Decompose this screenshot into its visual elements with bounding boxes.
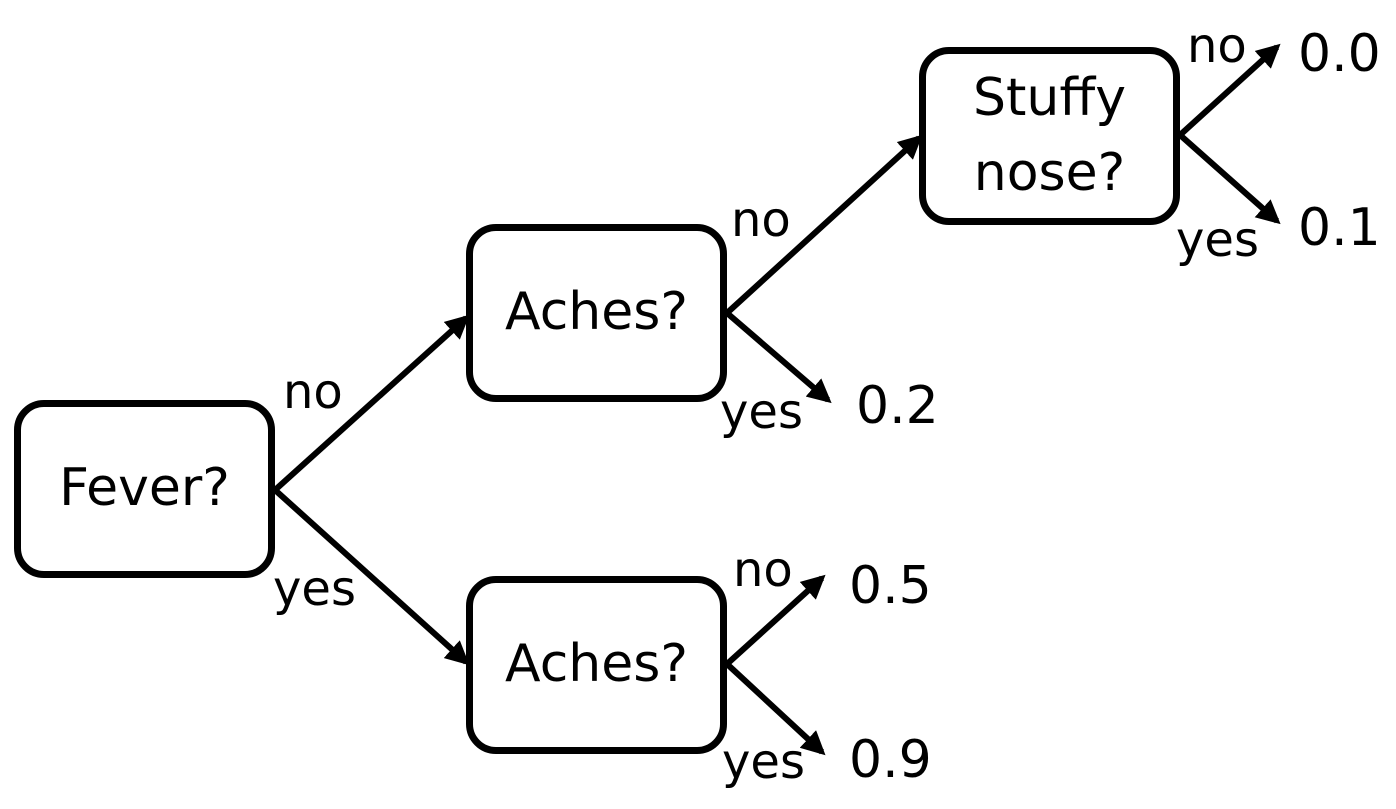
node-stuffy-line2: nose? xyxy=(973,143,1126,203)
edge-aches-bottom-yes xyxy=(724,661,826,756)
node-aches-bottom: Aches? xyxy=(466,576,727,754)
node-fever: Fever? xyxy=(14,400,275,578)
label-stuffy-no: no xyxy=(1187,18,1247,74)
label-fever-yes: yes xyxy=(273,561,356,617)
edge-aches-top-no xyxy=(724,134,923,316)
edge-stuffy-no xyxy=(1177,43,1281,138)
label-aches-bottom-yes: yes xyxy=(722,734,805,790)
node-stuffy-nose: Stuffy nose? xyxy=(919,47,1180,225)
label-fever-no: no xyxy=(283,364,343,420)
edge-stuffy-yes xyxy=(1178,132,1281,225)
node-aches-bottom-label: Aches? xyxy=(505,634,688,695)
label-aches-bottom-no: no xyxy=(733,542,793,598)
leaf-aches-top-yes: 0.2 xyxy=(856,376,939,436)
leaf-aches-bottom-no: 0.5 xyxy=(849,556,932,616)
label-stuffy-yes: yes xyxy=(1176,212,1259,268)
edge-aches-bottom-no xyxy=(724,574,826,667)
node-aches-top-label: Aches? xyxy=(505,282,688,343)
node-fever-label: Fever? xyxy=(59,458,230,519)
node-stuffy-line1: Stuffy xyxy=(973,67,1126,128)
label-aches-top-yes: yes xyxy=(720,384,803,440)
node-aches-top: Aches? xyxy=(466,224,727,402)
edge-aches-top-yes xyxy=(725,310,832,404)
label-aches-top-no: no xyxy=(731,192,791,248)
edge-fever-yes xyxy=(272,487,470,666)
leaf-stuffy-yes: 0.1 xyxy=(1298,198,1381,258)
leaf-stuffy-no: 0.0 xyxy=(1298,24,1381,84)
leaf-aches-bottom-yes: 0.9 xyxy=(849,730,932,790)
edge-fever-no xyxy=(272,314,470,493)
